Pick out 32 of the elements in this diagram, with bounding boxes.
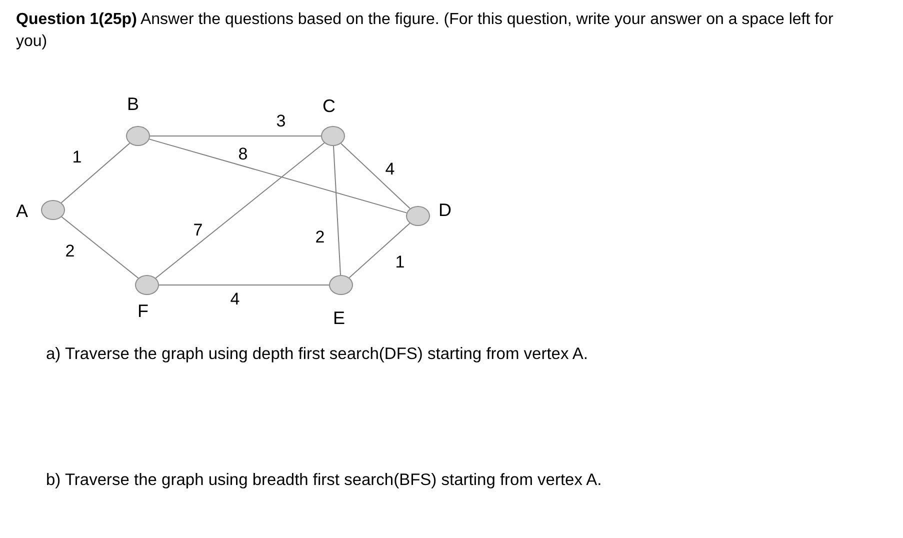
graph-edge [60, 142, 130, 204]
edge-weight: 1 [71, 148, 83, 166]
edge-weight: 3 [275, 112, 287, 130]
edge-weight: 2 [314, 228, 326, 246]
vertex-circle [126, 126, 150, 146]
vertex-label: C [322, 97, 336, 115]
graph-edge [340, 143, 410, 209]
graph-edge [158, 284, 330, 286]
vertex-circle [321, 126, 345, 146]
vertex-label: B [127, 95, 139, 113]
vertex-circle [135, 275, 159, 295]
graph-edge [155, 142, 325, 279]
edge-weight: 8 [237, 146, 249, 162]
graph-edge [333, 146, 341, 276]
question-part: b) Traverse the graph using breadth first search(BFS) starting from vertex A. [46, 470, 602, 491]
vertex-circle [41, 200, 65, 220]
edge-weight: 4 [384, 160, 396, 178]
graph-edge [148, 138, 408, 214]
vertex-label: F [138, 302, 148, 320]
vertex-circle [329, 275, 353, 295]
vertex-label: E [333, 309, 345, 327]
edge-weight: 1 [394, 254, 406, 270]
question-text: Question 1(25p) Answer the questions based on the figure. (For this question, write your answer on a space left for you) [16, 10, 834, 52]
edge-weight: 2 [64, 242, 76, 260]
graph-edge [348, 222, 410, 278]
vertex-label: D [438, 201, 452, 219]
edge-weight: 7 [192, 222, 204, 238]
question-part: a) Traverse the graph using depth first search(DFS) starting from vertex A. [46, 344, 588, 365]
vertex-circle [406, 206, 430, 226]
graph-edge [61, 216, 139, 279]
vertex-label: A [16, 202, 28, 220]
edge-weight: 4 [229, 290, 241, 308]
